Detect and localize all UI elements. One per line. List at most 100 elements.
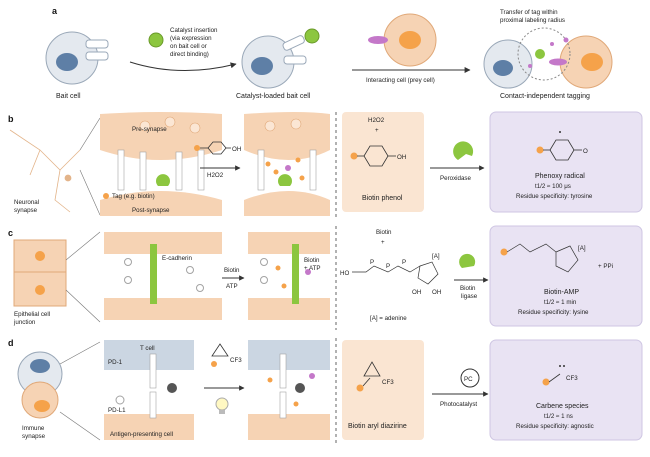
tag-legend-label: Tag (e.g. biotin)	[112, 193, 155, 200]
p-label-3: P	[402, 259, 406, 266]
h2o2-top: H2O2	[368, 117, 385, 124]
oh-small: OH	[232, 146, 241, 153]
bait-cell-drawing	[45, 31, 109, 85]
p-label-1: P	[370, 259, 374, 266]
oh-c-1: OH	[412, 289, 421, 296]
panel-d: d Immune synapse T cell PD-1 PD-L1 Antig…	[8, 338, 643, 444]
carbene-label: Carbene species	[536, 403, 589, 410]
oh-c-2: OH	[432, 289, 441, 296]
prey-cell-drawing	[368, 13, 437, 67]
peroxidase-icon	[453, 141, 474, 160]
diazirine-box	[342, 340, 424, 440]
oh-b: OH	[397, 154, 406, 161]
biotin-atp-1: Biotin	[304, 257, 320, 264]
immune-drawing-1	[104, 340, 194, 440]
catalyst-line-2: (via expression	[170, 35, 212, 42]
lightbulb-icon	[215, 397, 229, 414]
catalyst-icon	[148, 32, 164, 48]
tag-legend-dot	[103, 193, 109, 199]
zoom-line-b1	[79, 117, 101, 151]
interacting-cell-label: Interacting cell (prey cell)	[366, 77, 435, 84]
diazirine-small	[211, 343, 229, 367]
o-b: O	[583, 148, 588, 155]
t-cell-label: T cell	[140, 345, 155, 352]
panel-d-letter: d	[8, 338, 14, 348]
zoom-line-c2	[65, 289, 101, 323]
epithelial-line-2: junction	[13, 319, 36, 326]
epithelial-sketch	[13, 239, 67, 307]
pre-synapse-label: Pre-synapse	[132, 126, 167, 133]
transfer-line-1: Transfer of tag within	[500, 9, 558, 16]
cf3-d: CF3	[382, 379, 394, 386]
ligase-line-2: ligase	[461, 293, 478, 300]
panel-c-letter: c	[8, 228, 13, 238]
diazirine-structure	[356, 361, 381, 392]
ligase-icon	[459, 253, 476, 268]
biotin-atp-2: + ATP	[304, 265, 321, 272]
a-label: [A]	[432, 253, 440, 260]
carbene-residue: Residue specificity: agnostic	[516, 423, 594, 430]
panel-c: c Epithelial cell junction E-cadherin Bi…	[8, 225, 643, 330]
catalyst-line-1: Catalyst insertion	[170, 27, 218, 34]
catalyst-loaded-cell-drawing	[241, 28, 320, 89]
catalyst-loaded-label: Catalyst-loaded bait cell	[236, 93, 311, 100]
biotin-phenol-label: Biotin phenol	[362, 195, 403, 202]
amp-thalf: t1/2 ≈ 1 min	[544, 299, 577, 306]
post-synapse-label: Post-synapse	[132, 207, 170, 214]
biotin-phenol-structure	[350, 145, 396, 167]
e-cadherin-label: E-cadherin	[162, 255, 192, 262]
biotin-phenol-small	[194, 141, 231, 155]
immune-sketch	[17, 351, 63, 419]
carbene-box	[489, 339, 643, 441]
plus-c: +	[381, 239, 385, 246]
immune-line-2: synapse	[22, 433, 46, 440]
peroxidase-label: Peroxidase	[440, 175, 472, 182]
pc-label: PC	[464, 376, 473, 383]
transfer-line-2: proximal labeling radius	[500, 17, 565, 24]
apc-label: Antigen-presenting cell	[110, 431, 173, 438]
pc-icon	[460, 368, 480, 388]
p-label-2: P	[386, 263, 390, 270]
biotin-c: Biotin	[224, 267, 240, 274]
adenine-label: [A] = adenine	[370, 315, 407, 322]
cf3-small: CF3	[230, 357, 242, 364]
panel-a: a Bait cell Catalyst insertion (via expr…	[45, 6, 613, 100]
bait-cell-label: Bait cell	[56, 93, 81, 100]
amp-residue: Residue specificity: lysine	[518, 309, 589, 316]
phenoxy-label: Phenoxy radical	[535, 173, 585, 180]
ho-c: HO	[340, 270, 349, 277]
panel-b-letter: b	[8, 114, 14, 124]
synapse-drawing-1	[100, 112, 222, 216]
biotin-amp-label: Biotin-AMP	[544, 289, 579, 296]
epithelial-line-1: Epithelial cell	[14, 311, 50, 318]
phenoxy-residue: Residue specificity: tyrosine	[516, 193, 593, 200]
carbene-thalf: t1/2 ≈ 1 ns	[544, 413, 573, 420]
ppi-label: + PPi	[598, 263, 613, 270]
phenoxy-box	[489, 111, 643, 213]
synapse-drawing-2	[244, 112, 330, 216]
catalyst-line-3: on bait cell or	[170, 43, 207, 50]
neuron-sketch	[9, 129, 81, 213]
cf3-carbene: CF3	[566, 375, 578, 382]
immune-line-1: Immune	[22, 425, 45, 432]
h2o2-label: H2O2	[207, 172, 224, 179]
photocatalyst-label: Photocatalyst	[440, 401, 477, 408]
plus-b: +	[375, 127, 379, 134]
zoom-line-b2	[79, 169, 101, 216]
tagging-drawing	[483, 27, 613, 89]
biotin-amp-box	[489, 225, 643, 327]
panel-b: b Neuronal synapse Pre-synapse Post-syna…	[8, 111, 643, 218]
phenoxy-thalf: t1/2 ≈ 100 μs	[535, 183, 571, 190]
phenoxy-structure	[536, 131, 582, 161]
immune-drawing-2	[248, 340, 330, 440]
panel-a-letter: a	[52, 6, 58, 16]
carbene-structure	[542, 365, 565, 386]
zoom-line-d2	[59, 411, 101, 441]
biotin-phenol-box	[342, 112, 424, 212]
junction-drawing-2	[248, 232, 330, 320]
biotin-aryl-label: Biotin aryl diazirine	[348, 423, 407, 430]
atp-c: ATP	[226, 283, 238, 290]
junction-drawing-1	[104, 232, 222, 320]
zoom-line-d1	[59, 341, 101, 365]
